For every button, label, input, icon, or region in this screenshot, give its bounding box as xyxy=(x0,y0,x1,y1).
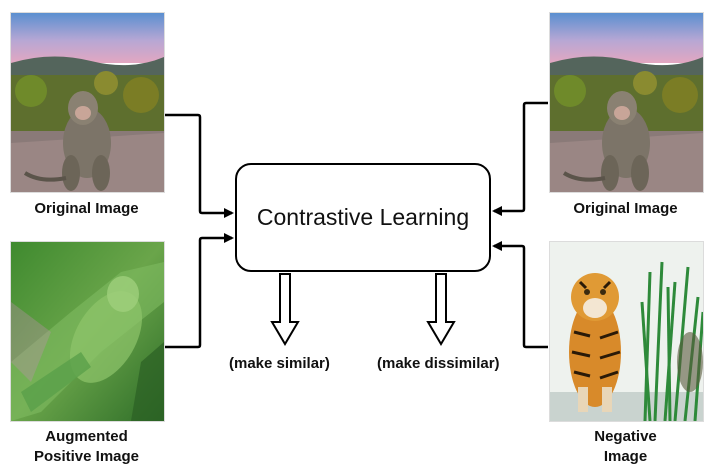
arrow-negative-to-box xyxy=(492,241,548,349)
make-similar-label: (make similar) xyxy=(229,355,330,372)
tiger-photo-icon xyxy=(550,242,703,421)
augmented-positive-image xyxy=(10,241,165,422)
caption-augmented-positive: Augmented Positive Image xyxy=(33,428,140,465)
caption-original-right: Original Image xyxy=(573,200,678,217)
caption-original-left: Original Image xyxy=(34,200,139,217)
arrow-original-left-to-box xyxy=(163,113,234,218)
contrastive-learning-label: Contrastive Learning xyxy=(256,204,470,230)
monkey-photo-icon xyxy=(550,13,703,192)
monkey-photo-icon xyxy=(11,13,164,192)
contrastive-learning-box: Contrastive Learning xyxy=(235,163,491,272)
original-image-left xyxy=(10,12,165,193)
hollow-arrow-similar xyxy=(270,273,300,346)
negative-image xyxy=(549,241,704,422)
hollow-arrow-dissimilar xyxy=(426,273,456,346)
augmented-monkey-photo-icon xyxy=(11,242,164,421)
arrow-augmented-to-box xyxy=(163,233,234,349)
caption-negative: Negative Image xyxy=(594,428,657,465)
make-dissimilar-label: (make dissimilar) xyxy=(377,355,500,372)
original-image-right xyxy=(549,12,704,193)
arrow-original-right-to-box xyxy=(492,101,548,216)
